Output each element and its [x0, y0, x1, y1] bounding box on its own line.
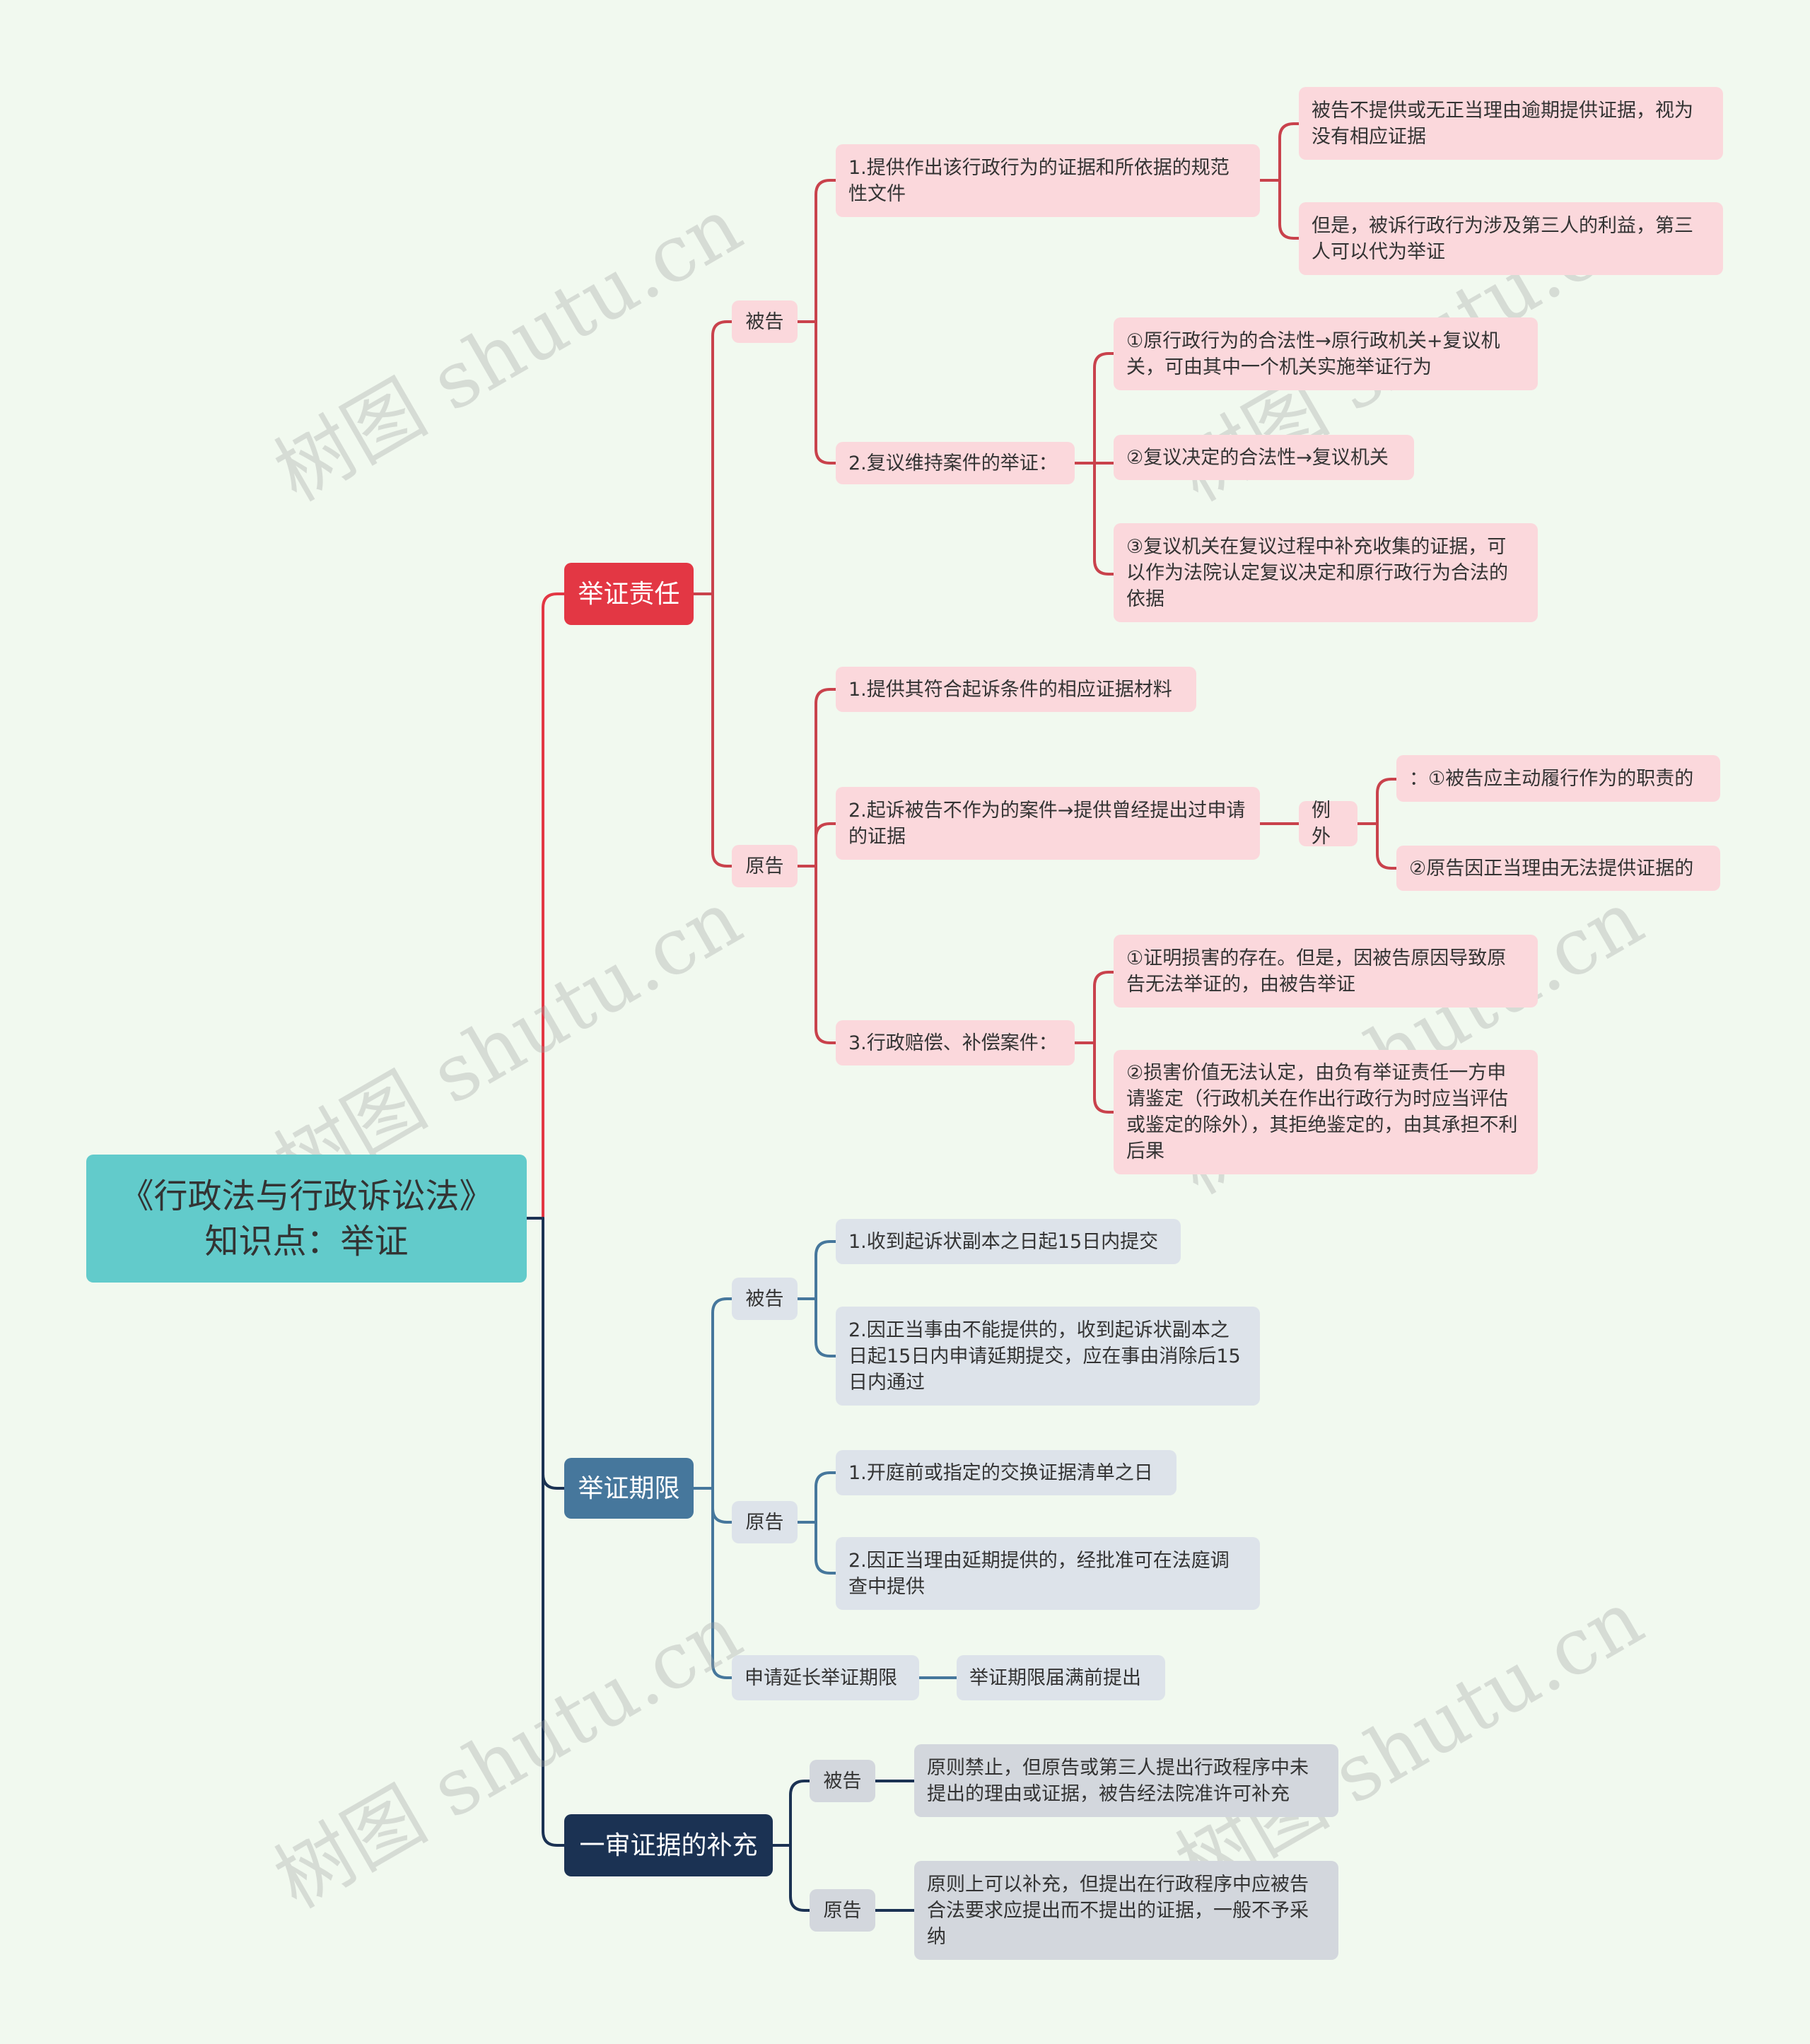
- deadline-extend-detail[interactable]: 举证期限届满前提出: [957, 1655, 1165, 1700]
- burden-pl-item3-b[interactable]: ②损害价值无法认定，由负有举证责任一方申请鉴定（行政机关在作出行政行为时应当评估…: [1114, 1050, 1538, 1174]
- supplement-defendant[interactable]: 被告: [810, 1760, 875, 1802]
- burden-def-item1-b[interactable]: 但是，被诉行政行为涉及第三人的利益，第三人可以代为举证: [1299, 202, 1723, 275]
- root-title-line1: 《行政法与行政诉讼法》: [119, 1176, 494, 1216]
- burden-pl-exception[interactable]: 例外: [1299, 800, 1358, 848]
- burden-def-item2-b[interactable]: ②复议决定的合法性→复议机关: [1114, 435, 1414, 480]
- burden-plaintiff[interactable]: 原告: [732, 845, 798, 887]
- burden-pl-item3-a[interactable]: ①证明损害的存在。但是，因被告原因导致原告无法举证的，由被告举证: [1114, 935, 1538, 1008]
- burden-pl-exception-a[interactable]: ：①被告应主动履行作为的职责的: [1396, 755, 1720, 802]
- root-title-line2: 知识点：举证: [204, 1221, 409, 1261]
- burden-def-item1[interactable]: 1.提供作出该行政行为的证据和所依据的规范性文件: [836, 144, 1260, 217]
- supplement-plaintiff[interactable]: 原告: [810, 1889, 875, 1932]
- burden-def-item1-a[interactable]: 被告不提供或无正当理由逾期提供证据，视为没有相应证据: [1299, 87, 1723, 160]
- burden-def-item2-c[interactable]: ③复议机关在复议过程中补充收集的证据，可以作为法院认定复议决定和原行政行为合法的…: [1114, 523, 1538, 622]
- deadline-def-item1[interactable]: 1.收到起诉状副本之日起15日内提交: [836, 1219, 1181, 1264]
- burden-pl-item1[interactable]: 1.提供其符合起诉条件的相应证据材料: [836, 667, 1196, 712]
- deadline-pl-item1[interactable]: 1.开庭前或指定的交换证据清单之日: [836, 1450, 1176, 1495]
- deadline-def-item2[interactable]: 2.因正当事由不能提供的，收到起诉状副本之日起15日内申请延期提交，应在事由消除…: [836, 1307, 1260, 1406]
- root-topic[interactable]: 《行政法与行政诉讼法》 知识点：举证: [86, 1155, 527, 1283]
- deadline-extend[interactable]: 申请延长举证期限: [732, 1655, 919, 1700]
- deadline-plaintiff[interactable]: 原告: [732, 1501, 798, 1543]
- burden-def-item2-a[interactable]: ①原行政行为的合法性→原行政机关+复议机关，可由其中一个机关实施举证行为: [1114, 317, 1538, 390]
- supplement-def-detail[interactable]: 原则禁止，但原告或第三人提出行政程序中未提出的理由或证据，被告经法院准许可补充: [914, 1744, 1338, 1817]
- burden-defendant[interactable]: 被告: [732, 300, 798, 343]
- branch-burden[interactable]: 举证责任: [564, 563, 694, 625]
- branch-deadline[interactable]: 举证期限: [564, 1458, 694, 1519]
- deadline-pl-item2[interactable]: 2.因正当理由延期提供的，经批准可在法庭调查中提供: [836, 1537, 1260, 1610]
- burden-pl-exception-b[interactable]: ②原告因正当理由无法提供证据的: [1396, 846, 1720, 891]
- deadline-defendant[interactable]: 被告: [732, 1278, 798, 1320]
- burden-pl-item2[interactable]: 2.起诉被告不作为的案件→提供曾经提出过申请的证据: [836, 787, 1260, 860]
- burden-pl-item3[interactable]: 3.行政赔偿、补偿案件：: [836, 1020, 1075, 1065]
- branch-supplement[interactable]: 一审证据的补充: [564, 1814, 773, 1876]
- burden-def-item2[interactable]: 2.复议维持案件的举证：: [836, 442, 1075, 484]
- supplement-pl-detail[interactable]: 原则上可以补充，但提出在行政程序中应被告合法要求应提出而不提出的证据，一般不予采…: [914, 1861, 1338, 1960]
